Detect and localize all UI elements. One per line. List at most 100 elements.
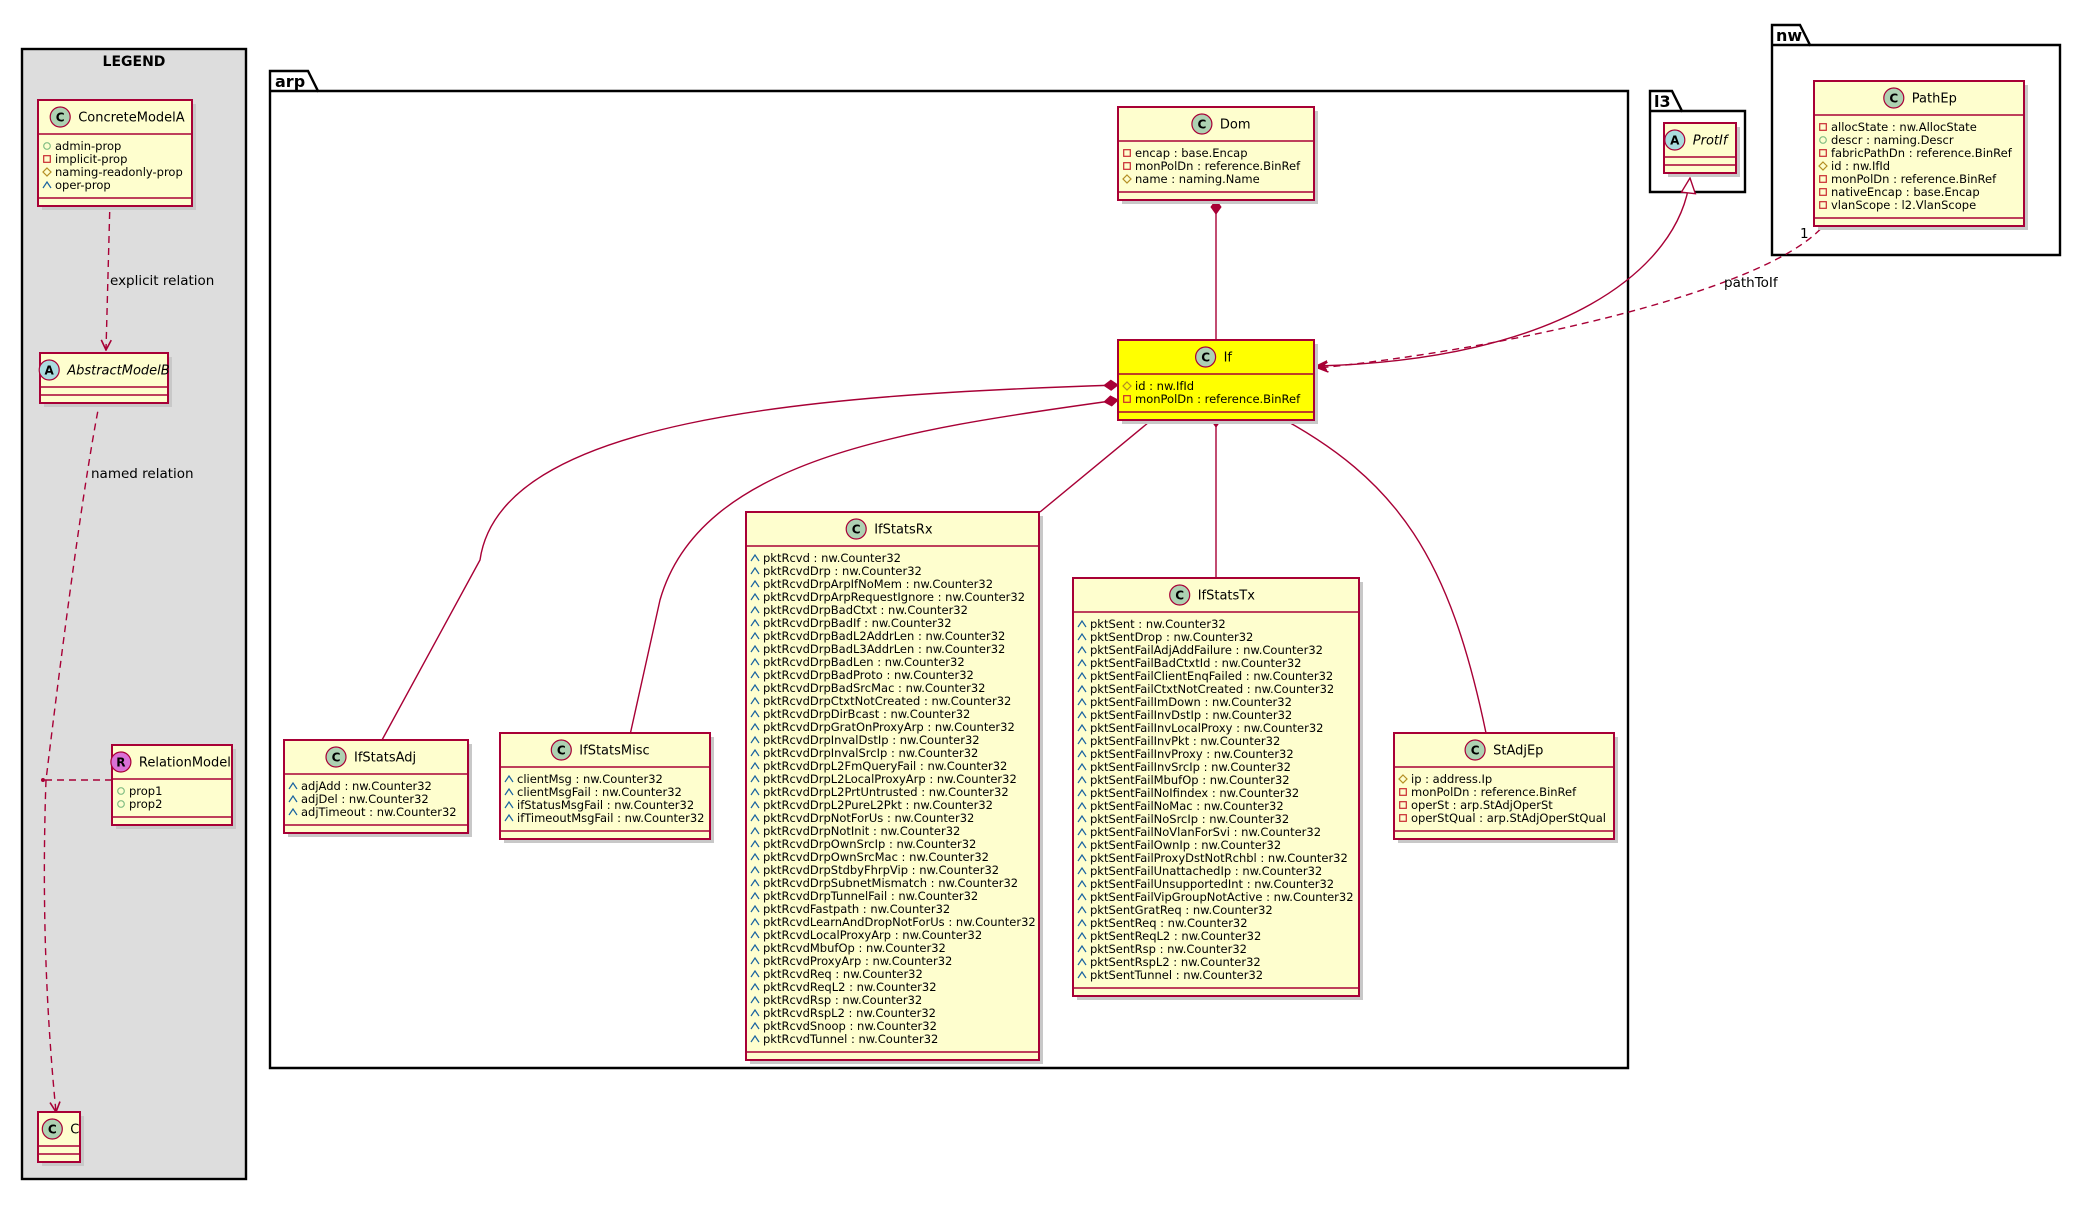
class-attribute: encap : base.Encap [1135,146,1248,160]
class-attribute: monPolDn : reference.BinRef [1831,172,1997,186]
class-attribute: pktSentFailInvProxy : nw.Counter32 [1090,747,1294,761]
stereotype-c-icon [325,746,347,768]
class-attribute: pktRcvdDrpInvalSrcIp : nw.Counter32 [763,746,978,760]
class-attribute: pktRcvdDrpArpIfNoMem : nw.Counter32 [763,577,993,591]
class-attribute: pktSentFailUnattachedIp : nw.Counter32 [1090,864,1322,878]
class-attribute: pktRcvdDrpDirBcast : nw.Counter32 [763,707,970,721]
stereotype-r-icon [110,751,132,773]
class-attribute: pktRcvdSnoop : nw.Counter32 [763,1019,937,1033]
class-name: IfStatsRx [874,523,933,538]
class-attribute: fabricPathDn : reference.BinRef [1831,146,2013,160]
class-attribute: pktRcvdDrpInvalDstIp : nw.Counter32 [763,733,980,747]
class-attribute: pktSentRsp : nw.Counter32 [1090,942,1247,956]
class-name: IfStatsAdj [354,751,416,766]
class-attribute: adjDel : nw.Counter32 [301,792,429,806]
class-attribute: pktRcvdRsp : nw.Counter32 [763,993,922,1007]
class-attribute: pktRcvdDrpNotInit : nw.Counter32 [763,824,960,838]
class-attribute: ifTimeoutMsgFail : nw.Counter32 [517,811,705,825]
class-attribute: pktRcvdDrpOwnSrcIp : nw.Counter32 [763,837,976,851]
class-attribute: pktRcvdDrpL2PrtUntrusted : nw.Counter32 [763,785,1009,799]
class-attribute: pktRcvdDrpTunnelFail : nw.Counter32 [763,889,978,903]
explicit-relation-arrow [106,199,110,350]
class-name: C [70,1123,79,1138]
class-name: AbstractModelB [66,364,170,379]
class-attribute: pktSentFailOwnIp : nw.Counter32 [1090,838,1281,852]
class-attribute: pktRcvdRspL2 : nw.Counter32 [763,1006,936,1020]
class-attribute: descr : naming.Descr [1831,133,1954,147]
class-attribute: pktRcvdLearnAndDropNotForUs : nw.Counter… [763,915,1036,929]
class-attribute: pktSentGratReq : nw.Counter32 [1090,903,1273,917]
if-ifstatsadj-composition [381,379,1119,741]
class-attribute: pktSentFailNoVlanForSvi : nw.Counter32 [1090,825,1321,839]
class-attribute: pktRcvdDrpBadL2AddrLen : nw.Counter32 [763,629,1005,643]
class-attribute: pktRcvdDrpL2LocalProxyArp : nw.Counter32 [763,772,1017,786]
class-attribute: pktRcvdLocalProxyArp : nw.Counter32 [763,928,982,942]
stereotype-c-icon [845,518,867,540]
class-attribute: pktRcvdDrpCtxtNotCreated : nw.Counter32 [763,694,1011,708]
stereotype-c-icon [41,1118,63,1140]
stereotype-c-icon [49,106,71,128]
stereotype-a-icon [1664,129,1686,151]
explicit-relation-label: explicit relation [110,273,214,289]
class-attribute: pktRcvdDrpGratOnProxyArp : nw.Counter32 [763,720,1015,734]
class-attribute: adjTimeout : nw.Counter32 [301,805,457,819]
class-attribute: pktSentReqL2 : nw.Counter32 [1090,929,1261,943]
pathtoif-label: pathToIf [1724,275,1779,291]
class-attribute: pktSentFailInvPkt : nw.Counter32 [1090,734,1280,748]
pathtoif-multiplicity: 1 [1800,226,1809,242]
class-attribute: pktSentFailInvSrcIp : nw.Counter32 [1090,760,1291,774]
class-attribute: ifStatusMsgFail : nw.Counter32 [517,798,694,812]
legend-panel: LEGEND [20,47,248,1181]
class-attribute: pktRcvdDrpBadProto : nw.Counter32 [763,668,974,682]
class-attribute: pktRcvdDrpBadSrcMac : nw.Counter32 [763,681,985,695]
class-attribute: pktSentFailAdjAddFailure : nw.Counter32 [1090,643,1323,657]
class-attribute: monPolDn : reference.BinRef [1135,159,1301,173]
class-attribute: pktSentFailProxyDstNotRchbl : nw.Counter… [1090,851,1348,865]
class-attribute: monPolDn : reference.BinRef [1135,392,1301,406]
relation-junction-dot [41,778,45,782]
class-attribute: name : naming.Name [1135,172,1260,186]
class-attribute: operSt : arp.StAdjOperSt [1411,798,1553,812]
stereotype-letter: C [1201,351,1210,365]
stereotype-letter: C [1889,92,1898,106]
package-arp-label: arp [275,72,305,91]
class-attribute: pktRcvdDrpSubnetMismatch : nw.Counter32 [763,876,1018,890]
class-attribute: pktSentFailMbufOp : nw.Counter32 [1090,773,1290,787]
class-attribute: pktSent : nw.Counter32 [1090,617,1226,631]
stereotype-c-icon [550,739,572,761]
stereotype-letter: C [56,111,65,125]
class-attribute: pktSentFailImDown : nw.Counter32 [1090,695,1292,709]
class-attribute: pktRcvdReq : nw.Counter32 [763,967,923,981]
class-name: If [1224,351,1233,366]
class-attribute: pktRcvdDrpBadCtxt : nw.Counter32 [763,603,968,617]
class-attribute: id : nw.IfId [1135,379,1194,393]
class-attribute: pktSentFailInvDstIp : nw.Counter32 [1090,708,1292,722]
class-attribute: nativeEncap : base.Encap [1831,185,1980,199]
class-attribute: pktRcvdDrpStdbyFhrpVip : nw.Counter32 [763,863,999,877]
class-attribute: pktSentFailNoSrcIp : nw.Counter32 [1090,812,1289,826]
stereotype-letter: C [1197,118,1206,132]
class-name: Dom [1220,118,1251,133]
class-attribute: naming-readonly-prop [55,165,183,179]
class-name: IfStatsTx [1198,589,1256,604]
relations-layer: explicit relation named relation pathToI… [41,178,1829,1112]
class-attribute: oper-prop [55,178,111,192]
stereotype-c-icon [1883,87,1905,109]
class-attribute: pktSentFailVipGroupNotActive : nw.Counte… [1090,890,1354,904]
class-attribute: pktRcvdProxyArp : nw.Counter32 [763,954,952,968]
legend-title: LEGEND [103,54,166,70]
